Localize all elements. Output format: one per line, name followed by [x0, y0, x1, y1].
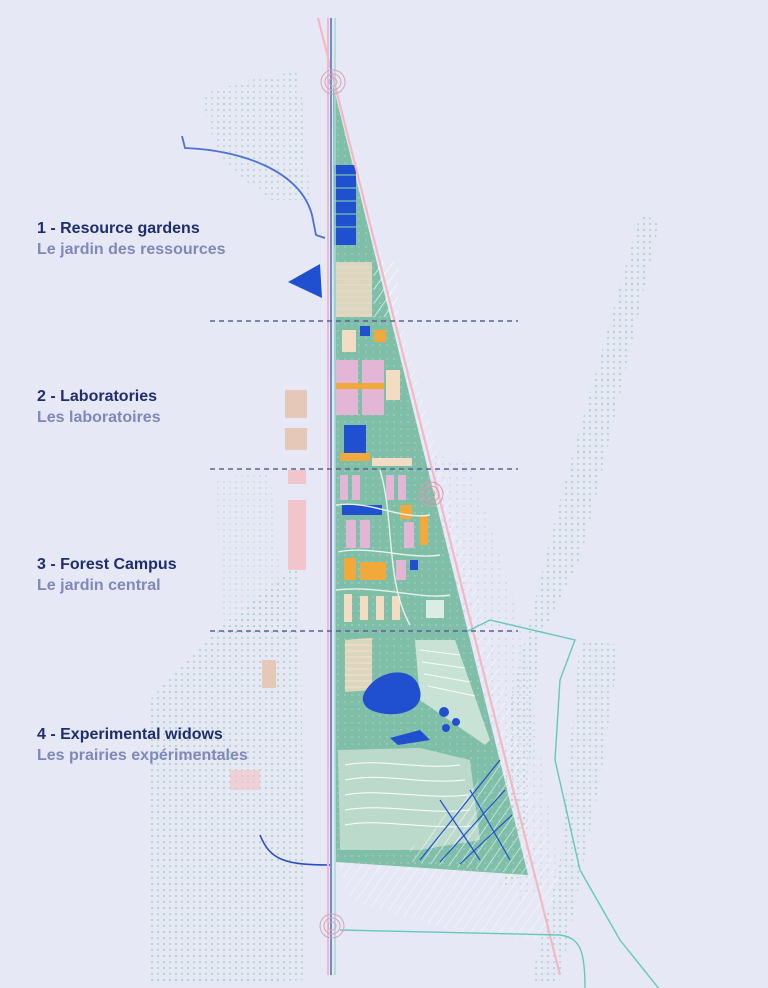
western-road [181, 135, 331, 866]
zone-title: 1 - Resource gardens [37, 220, 200, 237]
resource-gardens-zone [334, 165, 398, 317]
circle-marker-south [319, 913, 345, 939]
zone-label-forest-campus: 3 - Forest Campus Le jardin central [37, 554, 177, 596]
zone-subtitle: Les prairies expérimentales [37, 747, 248, 764]
zone-title: 3 - Forest Campus [37, 556, 177, 573]
zone-label-experimental-widows: 4 - Experimental widows Les prairies exp… [37, 724, 248, 766]
zone-subtitle: Le jardin central [37, 577, 161, 594]
western-parcels [230, 390, 307, 790]
eastern-road [459, 619, 660, 988]
zone-title: 2 - Laboratories [37, 388, 158, 405]
experimental-meadows-zone [338, 638, 528, 875]
laboratories-zone [336, 326, 412, 466]
zone-label-laboratories: 2 - Laboratories Les laboratoires [37, 386, 161, 428]
zone-dividers [210, 320, 518, 632]
pond [362, 672, 421, 715]
southern-road [339, 929, 586, 988]
zone-label-resource-gardens: 1 - Resource gardens Le jardin des resso… [37, 218, 226, 260]
circle-marker-north [320, 69, 346, 95]
zone-title: 4 - Experimental widows [37, 726, 223, 743]
central-axis [327, 18, 336, 975]
west-forest [150, 70, 310, 985]
circle-marker-center [418, 481, 444, 507]
zone-subtitle: Le jardin des ressources [37, 241, 226, 258]
zone-subtitle: Les laboratoires [37, 409, 161, 426]
forest-campus-zone [335, 469, 451, 626]
